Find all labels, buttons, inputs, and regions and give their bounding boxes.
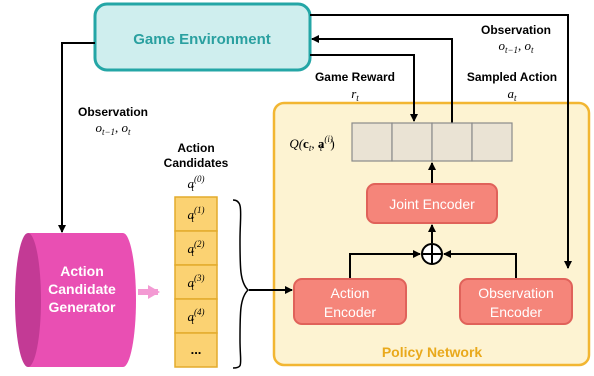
generator-label-line3: Generator [49, 299, 116, 315]
arrow-observation-encoder-to-combine [443, 250, 517, 279]
observation-encoder-line1: Observation [478, 285, 553, 301]
candidate-brace [232, 199, 250, 369]
candidate-cell [174, 230, 218, 266]
observation-encoder-line2: Encoder [490, 304, 542, 320]
action-encoder-line1: Action [331, 285, 370, 301]
action-encoder-box [293, 278, 407, 325]
joint-encoder-box [366, 183, 498, 224]
arrow-env-to-generator [58, 42, 95, 233]
game-environment-box [93, 2, 312, 72]
action-candidate-2: a(2)t [188, 239, 205, 258]
arrow-reward-to-q [310, 54, 418, 122]
observation-left-expression: ot−1, ot [95, 120, 131, 137]
generator-body [28, 233, 136, 367]
joint-encoder-label: Joint Encoder [389, 196, 475, 212]
action-candidate-3: a(3)t [188, 273, 205, 292]
action-encoder-line2: Encoder [324, 304, 376, 320]
arrow-env-to-observation-encoder [310, 14, 572, 269]
q-value-cells [351, 122, 513, 162]
candidate-ellipsis: ... [191, 342, 202, 357]
action-candidate-1: a(1)t [188, 205, 205, 224]
action-candidate-generator: Action Candidate Generator [15, 233, 136, 367]
q-cell [431, 122, 473, 162]
arrow-action-encoder-to-combine [349, 250, 421, 279]
policy-network-label: Policy Network [382, 344, 483, 360]
candidate-stack: a(1)t a(2)t a(3)t a(4)t ... [174, 196, 218, 368]
action-candidates-title-line1: Action [177, 141, 214, 155]
arrow-sampled-action-to-env [311, 35, 453, 123]
sampled-action-expression: at [507, 86, 517, 103]
observation-left-title: Observation [78, 105, 148, 119]
sampled-action-title: Sampled Action [467, 70, 557, 84]
generator-label-line2: Candidate [48, 281, 116, 297]
action-candidates-title-line2: Candidates [164, 156, 229, 170]
generator-label-line1: Action [60, 263, 104, 279]
observation-encoder-box [459, 278, 573, 325]
q-cell [471, 122, 513, 162]
q-cell [351, 122, 393, 162]
q-cell [391, 122, 433, 162]
q-value-expression: Q(ct, a(i)t) [289, 134, 334, 153]
generator-end-cap [15, 233, 41, 367]
observation-right-title: Observation [481, 23, 551, 37]
action-candidate-0: a(0)t [188, 174, 205, 193]
game-reward-expression: rt [351, 86, 359, 103]
game-environment-label: Game Environment [133, 31, 271, 48]
candidate-cell [174, 298, 218, 334]
game-reward-title: Game Reward [315, 70, 395, 84]
candidate-cell [174, 332, 218, 368]
observation-right-expression: ot−1, ot [498, 38, 534, 55]
action-candidate-4: a(4)t [188, 307, 205, 326]
